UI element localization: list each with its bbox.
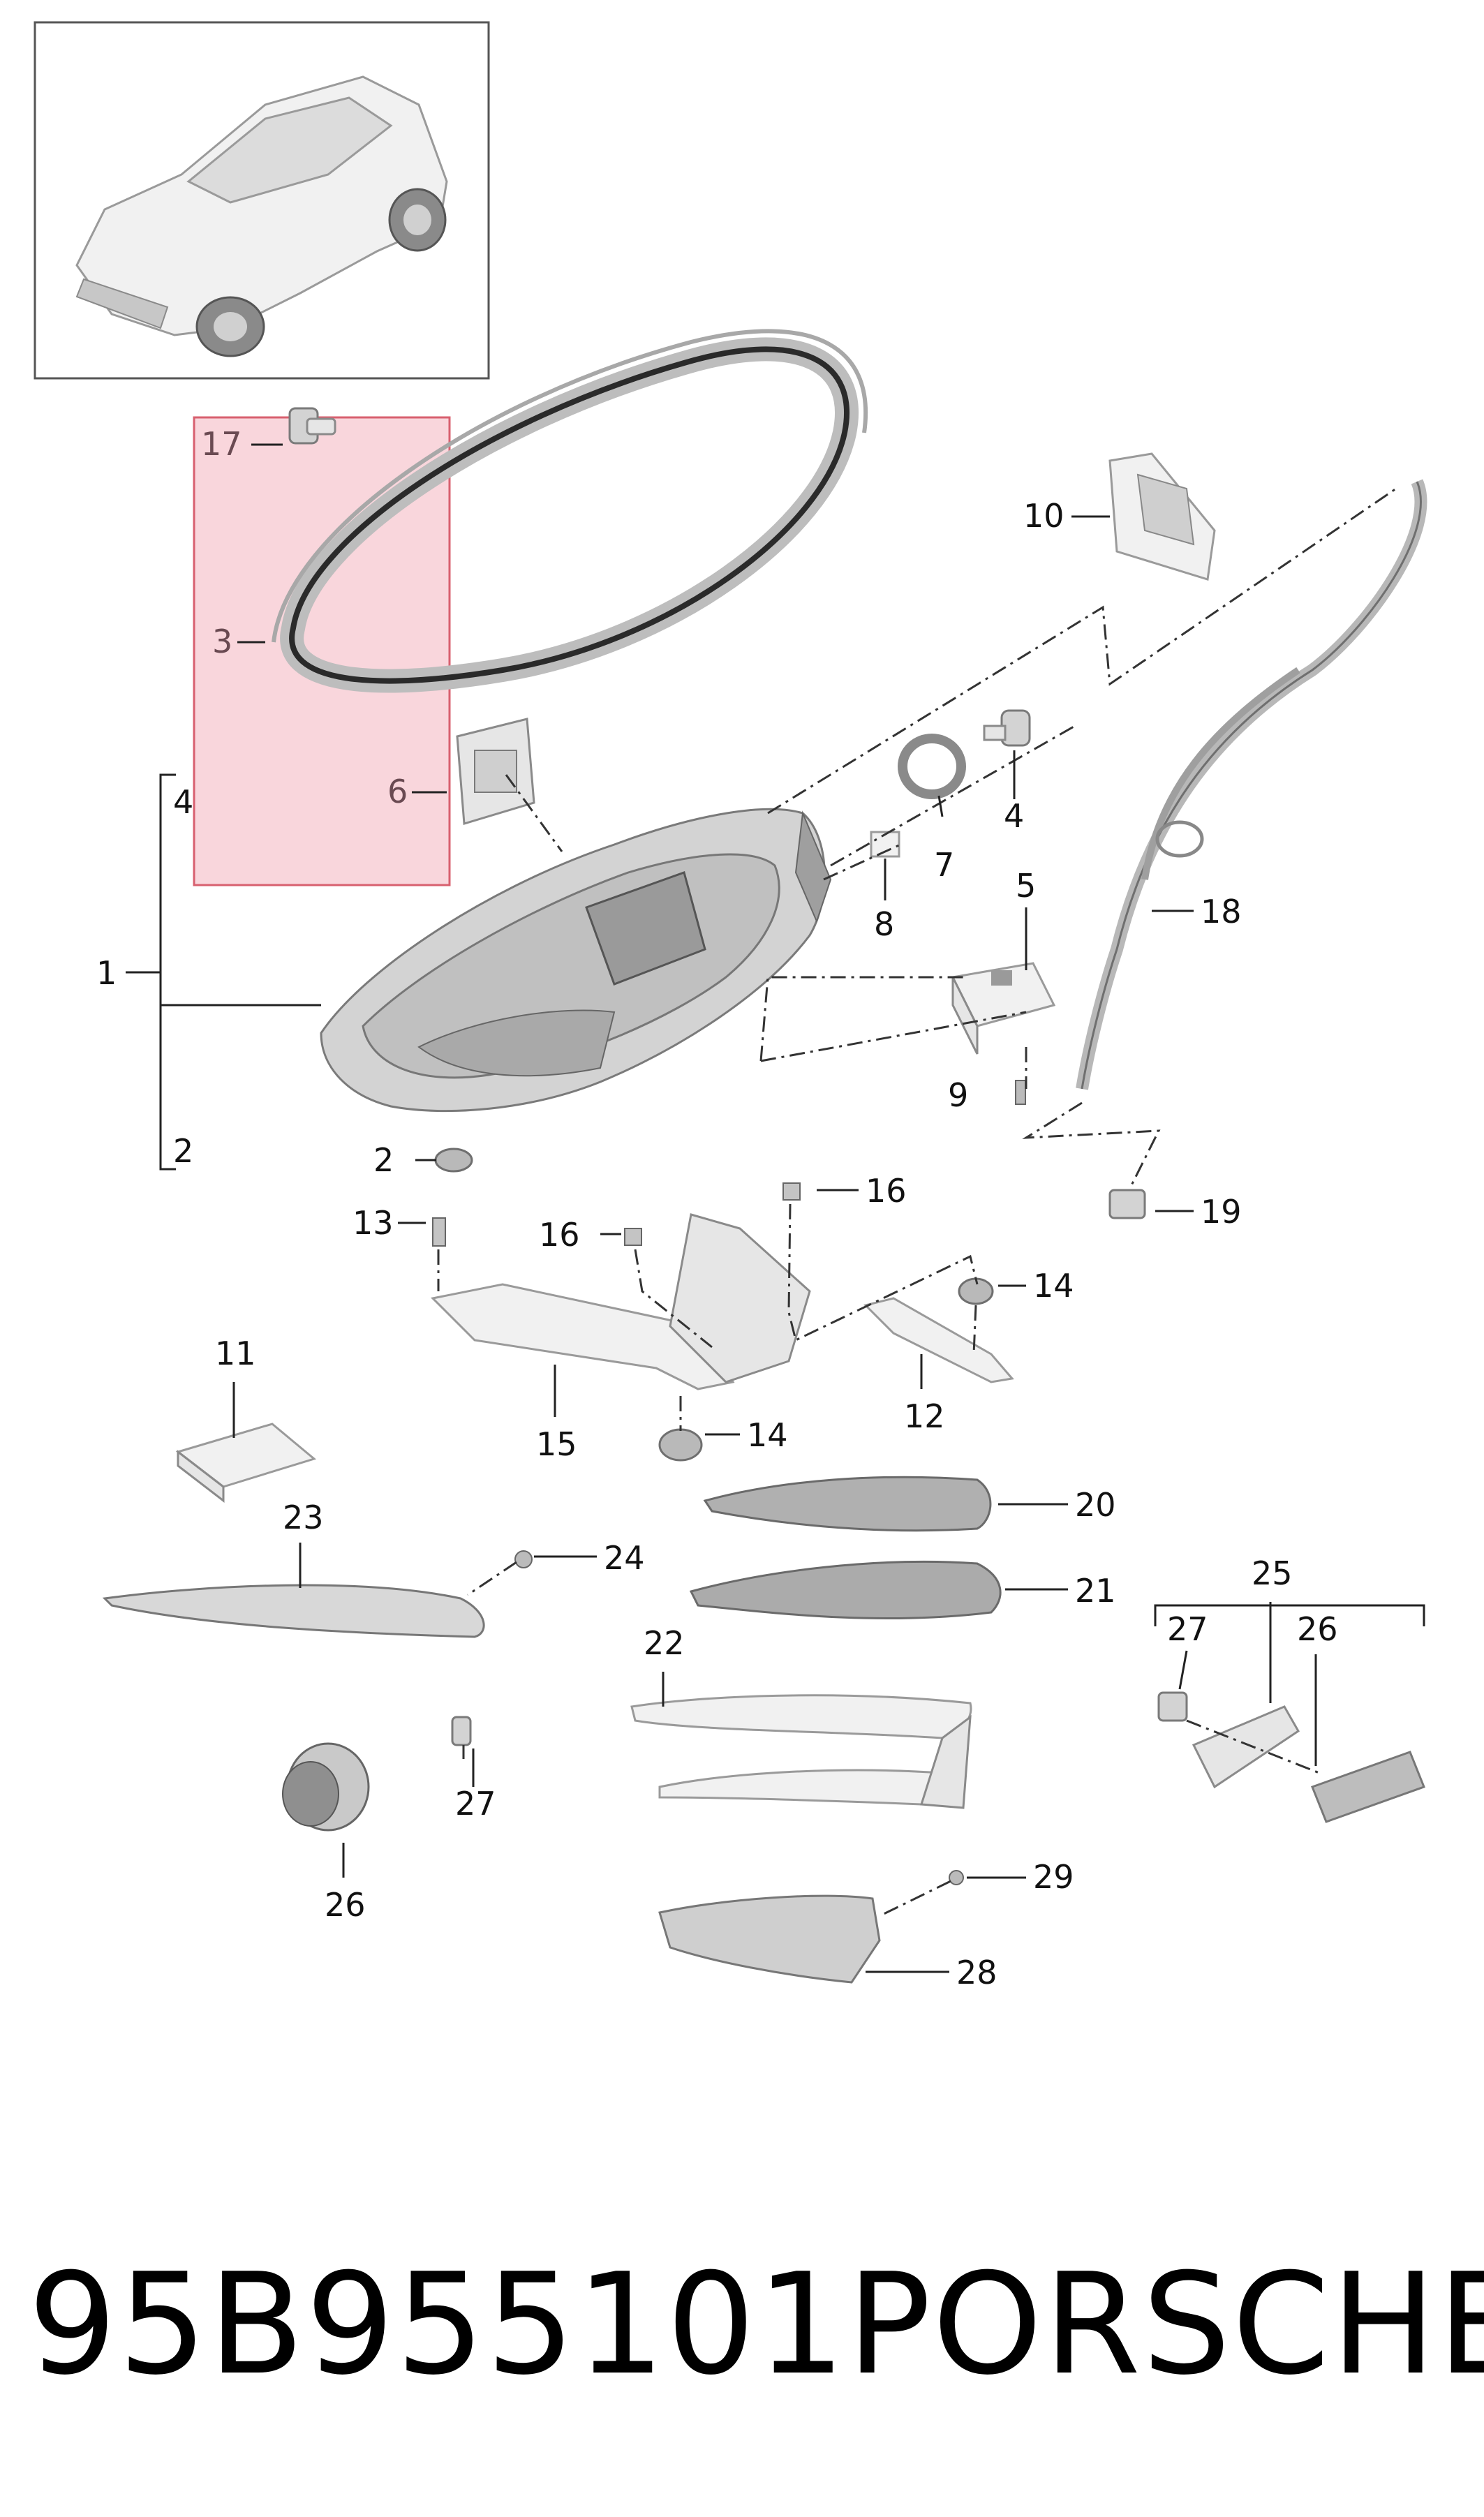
part-28-housing	[658, 1894, 881, 1984]
callout-16-b: 16	[866, 1172, 907, 1210]
part-22-trim	[630, 1694, 972, 1809]
callout-4: 4	[1004, 797, 1024, 835]
callout-1: 1	[96, 954, 117, 992]
callout-27-a: 27	[455, 1785, 496, 1822]
part-1-headlight	[320, 808, 832, 1113]
callout-2: 2	[373, 1141, 394, 1179]
caption: 95B955101 PORSCHE	[28, 2234, 1484, 2415]
callout-5: 5	[1016, 867, 1036, 905]
part-20-lens	[703, 1476, 992, 1532]
part-18-harness	[1076, 479, 1427, 1090]
callout-6: 6	[387, 773, 408, 810]
part-25-marker	[1157, 1691, 1425, 1823]
callout-11: 11	[215, 1335, 256, 1372]
part-9-screw	[1015, 1080, 1026, 1105]
callout-23: 23	[283, 1499, 324, 1536]
part-24-screw	[514, 1550, 533, 1568]
callout-15: 15	[536, 1425, 577, 1463]
part-17	[288, 407, 336, 445]
part-21-lens	[689, 1560, 1002, 1620]
part-3-seal	[272, 329, 868, 693]
callout-13: 13	[353, 1204, 394, 1242]
callout-28: 28	[956, 1954, 997, 1991]
part-6-module	[456, 718, 535, 825]
callout-24: 24	[604, 1539, 645, 1577]
callout-labels: 17 3 6 4 1 2 2 10 4 7 8 5 18 9 19 13 16 …	[96, 425, 1338, 1991]
part-10-cover	[1108, 452, 1216, 581]
callout-12: 12	[904, 1397, 945, 1435]
callout-27-b: 27	[1167, 1610, 1208, 1648]
part-2-nut	[434, 1148, 473, 1173]
callout-4-group: 4	[173, 783, 193, 821]
part-19-connector	[1108, 1189, 1146, 1219]
callout-26-b: 26	[1297, 1610, 1338, 1648]
leader-lines	[232, 443, 1317, 1973]
part-16-screw-a	[624, 1228, 642, 1246]
callout-26-a: 26	[325, 1886, 366, 1924]
part-7-ring	[898, 734, 966, 799]
callout-25: 25	[1252, 1554, 1293, 1592]
part-15-bracket	[430, 1213, 811, 1390]
part-8-clip	[870, 831, 900, 858]
callout-10: 10	[1023, 497, 1064, 535]
callout-9: 9	[948, 1076, 968, 1114]
callout-14-b: 14	[747, 1416, 788, 1454]
assembly-lines	[437, 487, 1397, 1917]
part-29-screw	[949, 1870, 964, 1885]
part-16-screw-b	[782, 1182, 801, 1201]
brand-name: PORSCHE	[847, 2243, 1484, 2406]
part-5-control-unit	[951, 962, 1056, 1055]
callout-16-a: 16	[539, 1216, 580, 1254]
callout-3: 3	[212, 623, 232, 660]
vehicle-thumbnail	[34, 21, 490, 380]
part-11-module	[175, 1423, 317, 1503]
callout-7: 7	[934, 846, 954, 884]
part-4-bulb	[983, 709, 1031, 747]
part-14-mount-b	[658, 1428, 703, 1462]
callout-8: 8	[874, 905, 894, 943]
part-13-screw	[432, 1217, 446, 1247]
callout-20: 20	[1075, 1486, 1116, 1524]
callout-19: 19	[1201, 1193, 1242, 1231]
part-23-drl	[102, 1584, 485, 1638]
callout-21: 21	[1075, 1572, 1116, 1610]
callout-18: 18	[1201, 893, 1242, 930]
part-number: 95B955101	[28, 2243, 847, 2406]
part-26-foglamp	[282, 1742, 370, 1832]
callout-17: 17	[201, 425, 242, 463]
part-27-bulb-a	[451, 1716, 472, 1746]
part-12-bracket	[863, 1297, 1014, 1383]
callout-2-group: 2	[173, 1132, 193, 1170]
callout-14-a: 14	[1033, 1267, 1074, 1305]
callout-22: 22	[644, 1624, 685, 1662]
group-brackets	[126, 773, 1425, 1626]
callout-29: 29	[1033, 1858, 1074, 1896]
